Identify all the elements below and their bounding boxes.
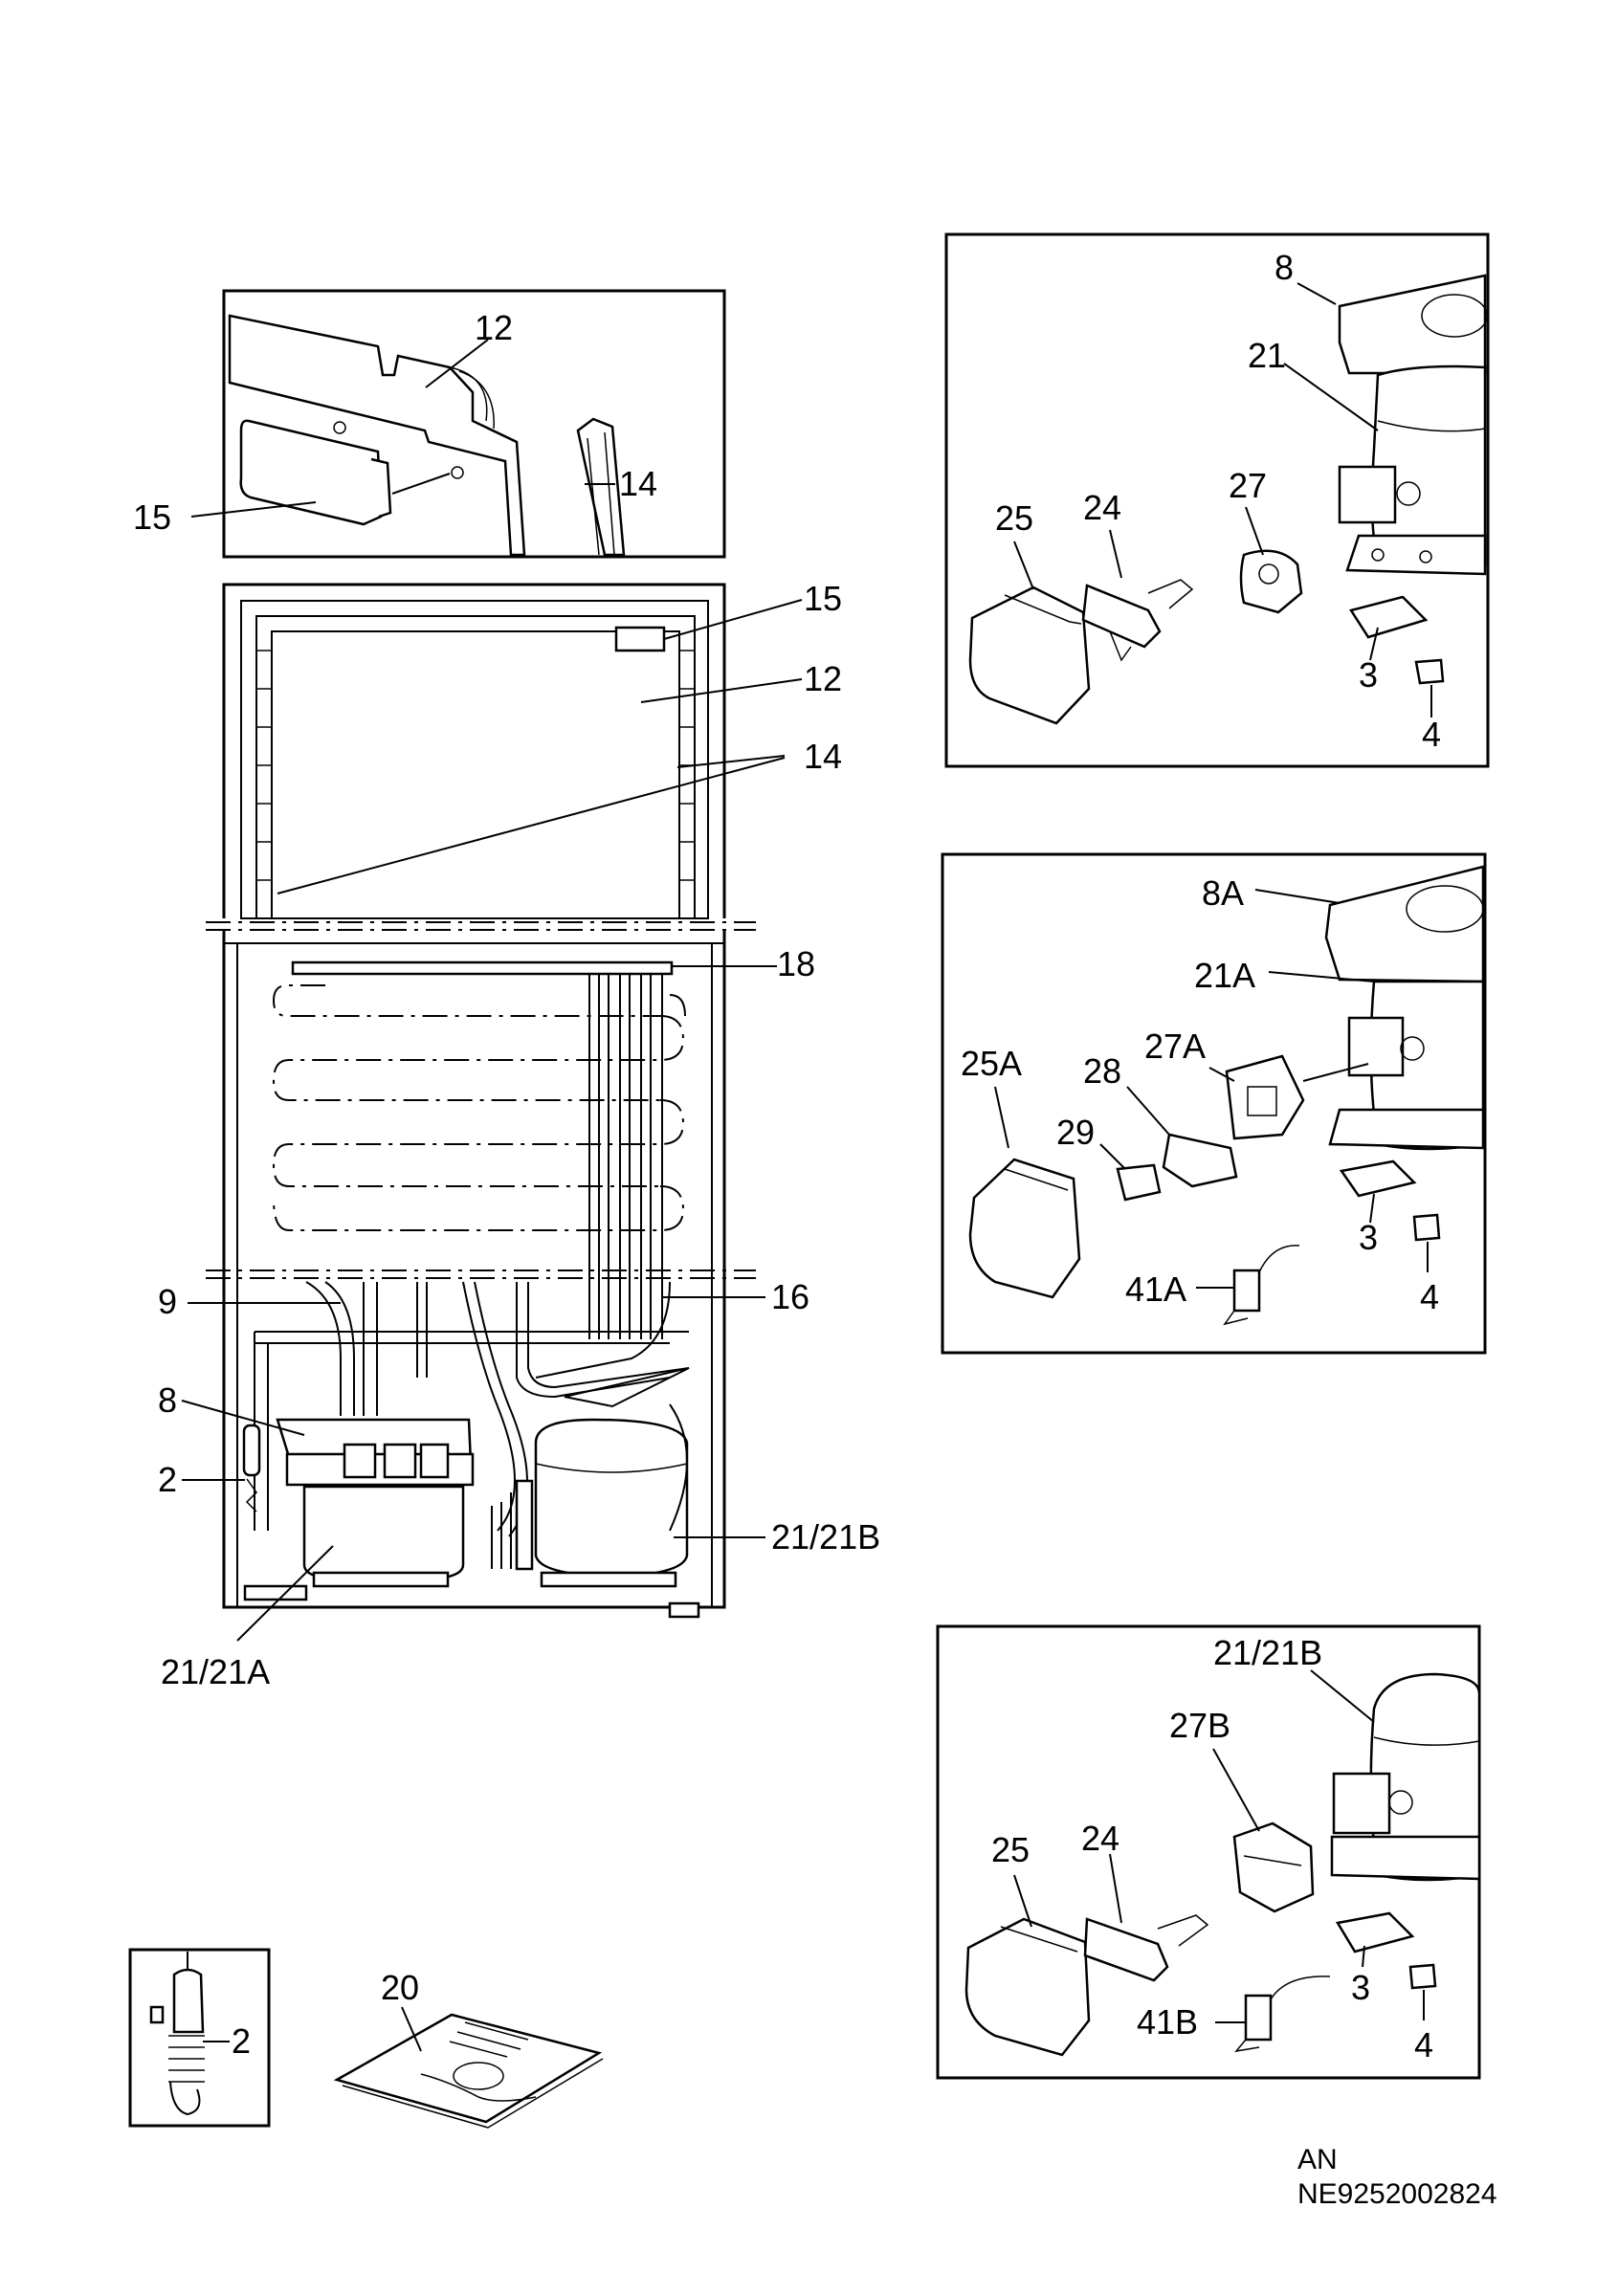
label-b-21a: 21A: [1194, 956, 1255, 995]
label-a-4: 4: [1422, 715, 1441, 754]
label-b-41a: 41A: [1125, 1269, 1186, 1309]
label-cabinet-9: 9: [158, 1282, 177, 1321]
label-a-25: 25: [995, 498, 1033, 538]
label-cabinet-8: 8: [158, 1380, 177, 1420]
label-b-3: 3: [1359, 1218, 1378, 1257]
label-a-3: 3: [1359, 655, 1378, 695]
cabinet-lower-compartment: [181, 929, 777, 1642]
label-cabinet-12: 12: [804, 659, 842, 698]
label-c-27b: 27B: [1169, 1706, 1230, 1745]
label-c-25: 25: [991, 1830, 1030, 1869]
label-sensor-2: 2: [232, 2021, 251, 2061]
label-manual-20: 20: [381, 1968, 419, 2007]
panel-b-compressor-parts: [941, 852, 1487, 1355]
label-cabinet-21-21b: 21/21B: [771, 1517, 880, 1556]
label-b-28: 28: [1083, 1051, 1121, 1091]
label-detail-14: 14: [619, 464, 657, 503]
label-c-3: 3: [1351, 1968, 1370, 2007]
panel-c-compressor-parts: [936, 1624, 1481, 2080]
panel-a-compressor-parts: [944, 232, 1490, 768]
detail-box-thermostat-sensor: [128, 1948, 271, 2128]
document-code: AN NE9252002824: [1297, 2143, 1497, 2212]
label-b-29: 29: [1056, 1113, 1095, 1152]
label-cabinet-2: 2: [158, 1460, 177, 1499]
label-b-27a: 27A: [1144, 1027, 1206, 1066]
label-a-24: 24: [1083, 488, 1121, 527]
label-detail-12: 12: [475, 308, 513, 347]
label-cabinet-15: 15: [804, 579, 842, 618]
label-b-25a: 25A: [961, 1044, 1022, 1083]
label-c-41b: 41B: [1137, 2002, 1198, 2042]
label-a-27: 27: [1229, 466, 1267, 505]
label-detail-15: 15: [133, 497, 171, 537]
instruction-manual: [333, 2006, 604, 2129]
label-b-4: 4: [1420, 1277, 1439, 1316]
label-cabinet-14: 14: [804, 737, 842, 776]
label-b-8a: 8A: [1202, 873, 1244, 913]
cabinet-upper-compartment: [206, 583, 803, 923]
label-cabinet-16: 16: [771, 1277, 809, 1316]
label-a-21: 21: [1248, 336, 1286, 375]
label-c-4: 4: [1414, 2025, 1433, 2064]
label-c-24: 24: [1081, 1819, 1119, 1858]
label-cabinet-21-21a: 21/21A: [161, 1652, 270, 1691]
document-code-line-2: NE9252002824: [1297, 2178, 1497, 2210]
label-a-8: 8: [1274, 248, 1294, 287]
document-code-line-1: AN: [1297, 2144, 1338, 2175]
label-c-21-21b: 21/21B: [1213, 1633, 1322, 1672]
label-cabinet-18: 18: [777, 944, 815, 983]
detail-box-door-shelf: [190, 289, 726, 559]
